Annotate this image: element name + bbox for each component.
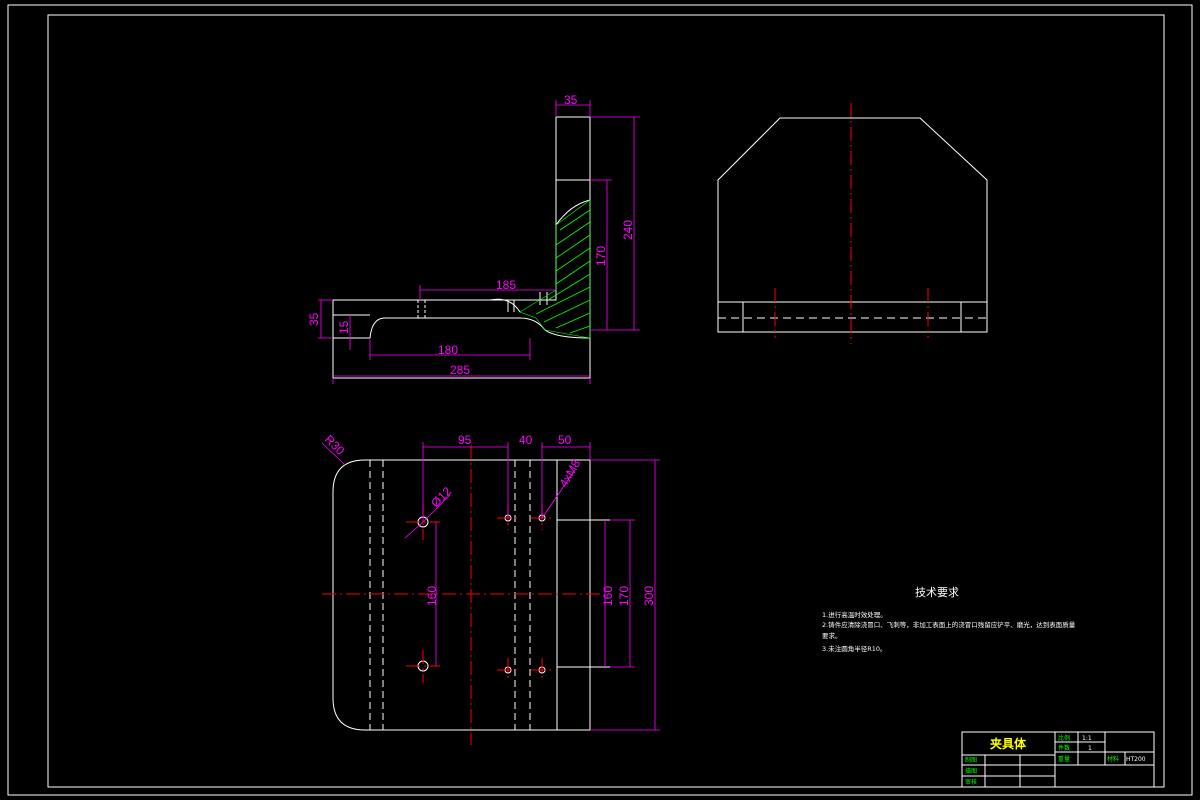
side-view-hatch (519, 199, 591, 339)
dim-overall-height: 300 (642, 586, 656, 606)
dim-hole-spacing-right: 160 (601, 586, 615, 606)
plan-view-outline (332, 459, 591, 731)
sheet-inner-border (47, 14, 1165, 788)
drawn-label: 制图 (965, 756, 977, 764)
sheet-outer-border (7, 4, 1193, 796)
dim-left-step: 15 (337, 320, 351, 334)
tech-requirements: 技术要求 1.进行高温时效处理。 2.铸件应清除浇冒口、飞刺等，非加工表面上的浇… (822, 586, 1076, 653)
check-label: 审核 (965, 778, 977, 786)
tech-req-item-1: 1.进行高温时效处理。 (822, 610, 887, 619)
scale-value: 1:1 (1082, 735, 1092, 742)
side-view-dimlines (318, 100, 640, 384)
tech-req-title: 技术要求 (915, 586, 959, 599)
dim-radius: R30 (322, 432, 348, 458)
dim-overall-length: 285 (450, 363, 470, 377)
dim-thread: 4xM8 (556, 457, 583, 490)
dim-d3: 50 (558, 433, 572, 447)
dim-height-total: 240 (621, 220, 635, 240)
material-value: HT200 (1126, 756, 1146, 763)
material-label: 材料 (1107, 755, 1119, 763)
tech-req-item-4: 3.未注圆角半径R10。 (822, 644, 887, 653)
dim-slot-height: 170 (617, 586, 631, 606)
tech-req-item-2: 2.铸件应清除浇冒口、飞刺等，非加工表面上的浇冒口残留应铲平、磨光，达到表面质量 (822, 620, 1076, 629)
dim-bottom-slot: 180 (438, 343, 458, 357)
description-label: 描图 (965, 767, 977, 775)
dim-top-slot: 185 (496, 278, 516, 292)
plan-view: R30 95 40 50 Ø12 4xM8 160 160 170 300 (321, 432, 660, 745)
side-view: 35 240 170 185 35 15 180 285 (307, 93, 640, 384)
plan-view-dimtexts: R30 95 40 50 Ø12 4xM8 160 160 170 300 (322, 432, 656, 606)
dim-left-height: 35 (307, 312, 321, 326)
scale-label: 比例 (1058, 734, 1070, 742)
dim-hole-spacing-left: 160 (425, 586, 439, 606)
part-name: 夹具体 (990, 736, 1027, 751)
dim-d2: 40 (519, 433, 533, 447)
end-view-outline (717, 117, 988, 333)
dim-hole-dia: Ø12 (428, 484, 454, 510)
qty-label: 件数 (1058, 744, 1070, 752)
end-view (717, 103, 988, 344)
tech-req-item-3: 要求。 (822, 631, 842, 640)
dim-top-width: 35 (564, 93, 578, 107)
side-view-dimtexts: 35 240 170 185 35 15 180 285 (307, 93, 635, 377)
dim-d1: 95 (458, 433, 472, 447)
side-view-outline (332, 116, 591, 379)
qty-value: 1 (1088, 745, 1092, 752)
dim-height-inner: 170 (594, 246, 608, 266)
weight-label: 重量 (1058, 755, 1070, 763)
title-block: 夹具体 比例 1:1 件数 1 重量 材料 HT200 制图 描图 审核 (961, 731, 1155, 788)
